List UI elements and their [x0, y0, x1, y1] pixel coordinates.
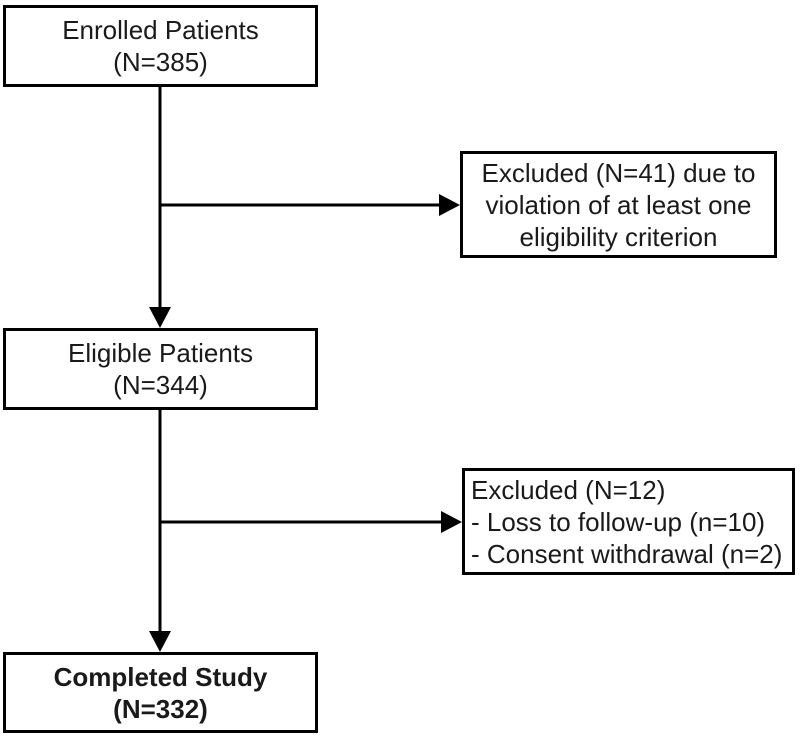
- box-enrolled-patients: Enrolled Patients (N=385): [3, 5, 318, 87]
- excluded-eligibility-line2: violation of at least one: [485, 189, 752, 220]
- excluded-followup-line1: Excluded (N=12): [471, 474, 666, 505]
- excluded-eligibility-line3: eligibility criterion: [519, 221, 718, 252]
- box-eligible-patients: Eligible Patients (N=344): [3, 328, 318, 410]
- eligible-patients-count: (N=344): [113, 370, 208, 400]
- eligible-patients-line1: Eligible Patients: [68, 338, 253, 368]
- arrow-eligible-to-completed: [149, 410, 171, 652]
- arrow-branch-to-excluded-followup: [160, 511, 462, 533]
- box-excluded-eligibility: Excluded (N=41) due to violation of at l…: [460, 151, 777, 258]
- enrolled-patients-line1: Enrolled Patients: [62, 15, 259, 45]
- excluded-followup-line3: - Consent withdrawal (n=2): [471, 538, 783, 569]
- excluded-followup-line2: - Loss to follow-up (n=10): [471, 506, 766, 537]
- completed-study-count: (N=332): [113, 693, 208, 724]
- completed-study-line1: Completed Study: [53, 661, 268, 692]
- excluded-eligibility-line1: Excluded (N=41) due to: [481, 157, 756, 188]
- arrow-enrolled-to-eligible: [149, 87, 171, 328]
- box-completed-study: Completed Study (N=332): [3, 652, 318, 733]
- box-excluded-followup: Excluded (N=12) - Loss to follow-up (n=1…: [462, 468, 795, 575]
- enrolled-patients-count: (N=385): [113, 47, 208, 77]
- arrow-branch-to-excluded-eligibility: [160, 194, 460, 216]
